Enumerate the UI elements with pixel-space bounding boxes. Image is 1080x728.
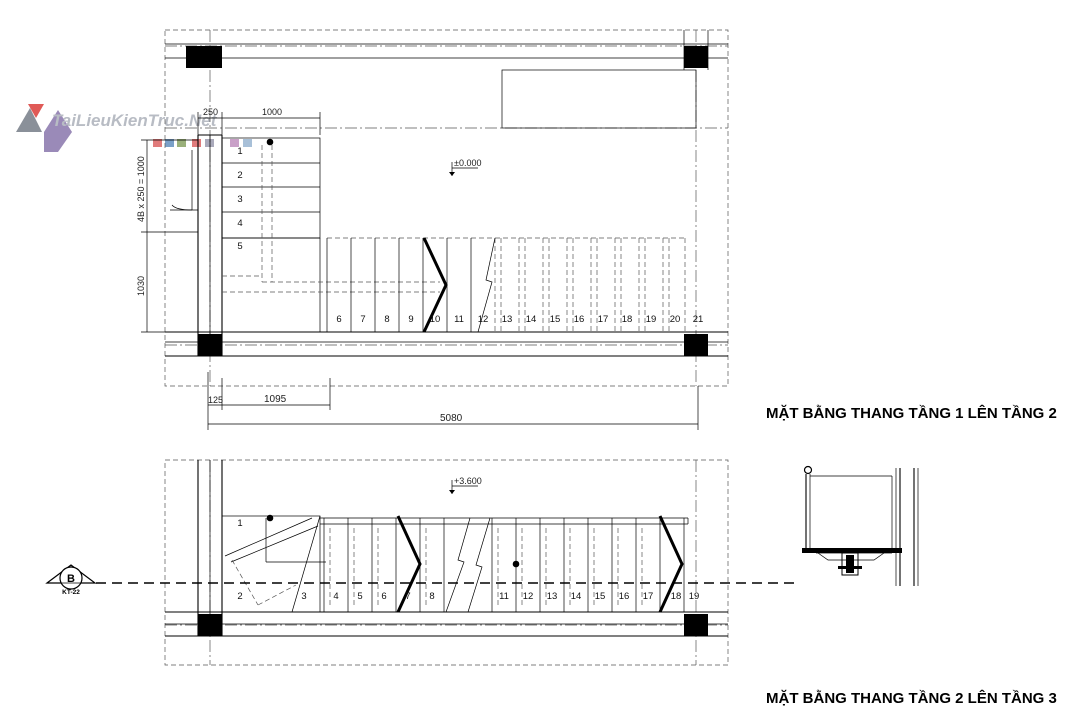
logo-triangle-gray-icon <box>16 108 42 132</box>
step-number: 15 <box>550 314 561 325</box>
plan1-void <box>501 69 697 129</box>
plan1-break-line <box>477 237 496 333</box>
tread-slab <box>802 548 902 553</box>
step-number: 18 <box>671 591 682 602</box>
step-number: 11 <box>454 314 464 325</box>
step-number: 6 <box>336 314 341 325</box>
step-number: 12 <box>523 591 534 602</box>
dim-left-b: 1030 <box>136 276 146 296</box>
step-number: 4 <box>333 591 338 602</box>
dim-bottom-total: 5080 <box>440 413 463 424</box>
step-number: 16 <box>574 314 585 325</box>
step-number: 16 <box>619 591 630 602</box>
watermark-logo: TaiLieuKienTruc.Net <box>16 104 252 152</box>
step-number: 7 <box>360 314 365 325</box>
plan1-level-text: ±0.000 <box>454 158 481 168</box>
column-bottom-right-2 <box>684 614 708 636</box>
step-number: 3 <box>301 591 306 602</box>
section-circle-icon <box>59 566 83 590</box>
section-letter: B <box>67 573 75 585</box>
step-number: 15 <box>595 591 606 602</box>
dim-top-b: 1000 <box>262 107 282 117</box>
railing-post-top-icon <box>803 465 813 475</box>
column-bottom-left <box>198 334 222 356</box>
plan2-title: MẶT BẰNG THANG TẦNG 2 LÊN TẦNG 3 <box>766 689 1057 707</box>
dim-left-a: 4B x 250 = 1000 <box>136 156 146 222</box>
step-number: 5 <box>357 591 362 602</box>
dim-bottom-b: 1095 <box>264 394 287 405</box>
step-number: 17 <box>643 591 654 602</box>
step-number: 1 <box>237 518 242 529</box>
step-number: 14 <box>526 314 537 325</box>
step-number: 1 <box>237 146 242 157</box>
step-number: 12 <box>478 314 489 325</box>
plan1-level-marker: ±0.000 <box>449 158 481 176</box>
column-top-left <box>186 46 222 68</box>
step-number: 5 <box>237 241 242 252</box>
step-number: 2 <box>237 170 242 181</box>
step-number: 13 <box>547 591 558 602</box>
railing-section-detail <box>802 465 919 586</box>
plan1-horizontal-flight <box>326 237 686 332</box>
step-number: 14 <box>571 591 582 602</box>
plan1-cut-line <box>422 237 448 333</box>
step-number: 21 <box>693 314 704 325</box>
plan-floor-2-to-3: +3.600 B KT-22 1 2 3 4 5 6 7 8 11 12 13 … <box>45 459 1057 707</box>
plan1-dimensions: 250 1000 4B x 250 = 1000 1030 125 1095 5… <box>136 107 699 430</box>
plan-floor-1-to-2: ±0.000 1 2 3 4 5 6 7 8 9 10 11 12 13 14 … <box>136 29 1057 430</box>
plan1-boundary <box>164 29 729 387</box>
plan2-cut-line-2 <box>658 515 684 613</box>
step-number: 8 <box>384 314 389 325</box>
step-number: 6 <box>381 591 386 602</box>
watermark-text: TaiLieuKienTruc.Net <box>52 111 218 130</box>
step-number: 10 <box>430 314 441 325</box>
plan2-boundary <box>164 459 729 666</box>
step-number: 9 <box>408 314 413 325</box>
section-ref: KT-22 <box>62 589 80 596</box>
logo-triangle-red-icon <box>28 104 44 118</box>
plan2-step-numbers: 1 2 3 4 5 6 7 8 11 12 13 14 15 16 17 18 … <box>237 518 699 602</box>
plan2-cut-line-1 <box>396 515 422 613</box>
column-top-right <box>684 46 708 68</box>
step-number: 18 <box>622 314 633 325</box>
step-number: 19 <box>689 591 700 602</box>
plan1-step-numbers: 1 2 3 4 5 6 7 8 9 10 11 12 13 14 15 16 1… <box>237 146 703 325</box>
step-number: 4 <box>237 218 242 229</box>
step-number: 8 <box>429 591 434 602</box>
plan1-start-dot <box>266 138 274 146</box>
step-number: 11 <box>499 591 509 602</box>
plan1-title: MẶT BẰNG THANG TẦNG 1 LÊN TẦNG 2 <box>766 404 1057 422</box>
step-number: 13 <box>502 314 513 325</box>
plan2-level-text: +3.600 <box>454 476 482 486</box>
step-number: 20 <box>670 314 681 325</box>
step-number: 17 <box>598 314 609 325</box>
step-number: 7 <box>405 591 410 602</box>
step-number: 2 <box>237 591 242 602</box>
section-marker: B KT-22 <box>45 564 97 596</box>
plan2-level-marker: +3.600 <box>449 476 482 494</box>
dim-top-a: 250 <box>203 107 218 117</box>
step-number: 19 <box>646 314 657 325</box>
logo-hex-icon <box>44 110 72 152</box>
plan2-start-dot <box>266 514 274 522</box>
column-bottom-right <box>684 334 708 356</box>
column-bottom-left-2 <box>198 614 222 636</box>
step-number: 3 <box>237 194 242 205</box>
dim-bottom-a: 125 <box>208 395 223 405</box>
